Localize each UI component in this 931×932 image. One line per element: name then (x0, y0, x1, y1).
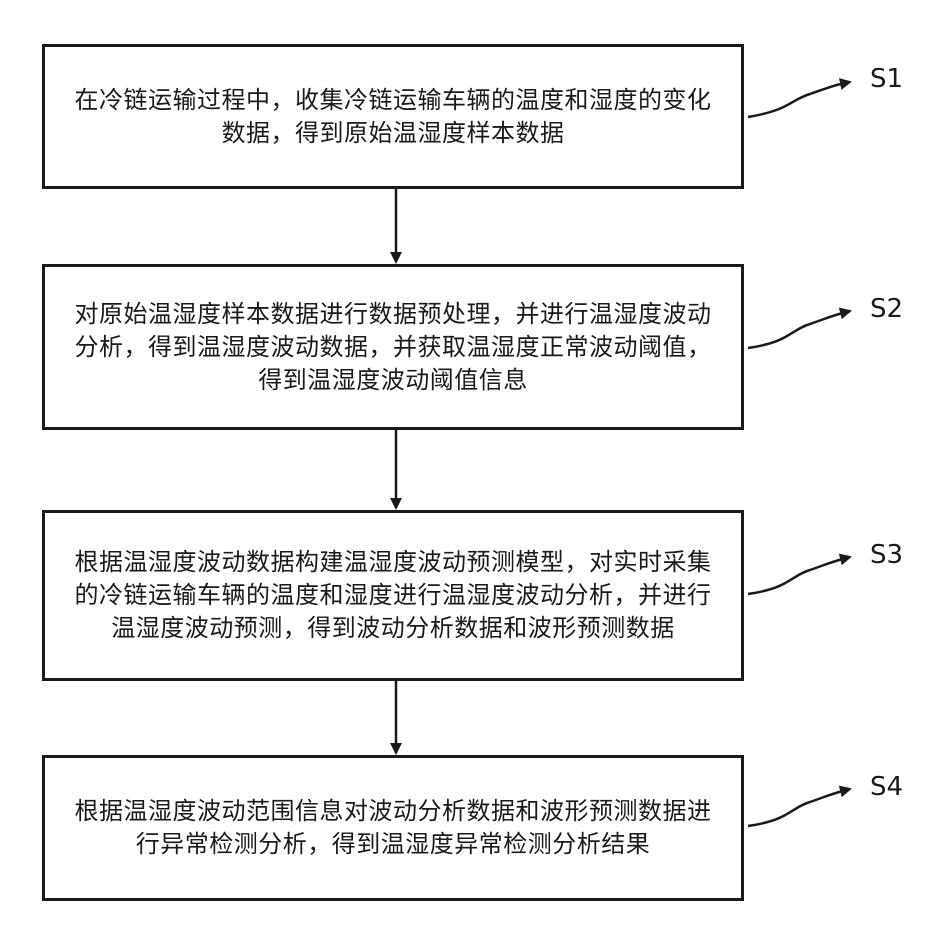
step-text-s1: 在冷链运输过程中，收集冷链运输车辆的温度和湿度的变化数据，得到原始温湿度样本数据 (67, 84, 719, 150)
leader-arrow-s1 (748, 82, 850, 117)
leader-arrow-s2 (748, 311, 850, 348)
step-text-s3: 根据温湿度波动数据构建温湿度波动预测模型，对实时采集的冷链运输车辆的温度和湿度进… (67, 546, 719, 645)
step-label-s1: S1 (870, 64, 903, 94)
leader-arrow-s3 (748, 557, 850, 594)
step-box-s2: 对原始温湿度样本数据进行数据预处理，并进行温湿度波动分析，得到温湿度波动数据，并… (42, 264, 744, 430)
step-text-s4: 根据温湿度波动范围信息对波动分析数据和波形预测数据进行异常检测分析，得到温湿度异… (67, 795, 719, 861)
step-label-s3: S3 (870, 540, 903, 570)
step-label-s4: S4 (870, 772, 903, 802)
leader-arrow-s4 (748, 789, 850, 826)
step-box-s1: 在冷链运输过程中，收集冷链运输车辆的温度和湿度的变化数据，得到原始温湿度样本数据 (42, 44, 744, 189)
step-box-s3: 根据温湿度波动数据构建温湿度波动预测模型，对实时采集的冷链运输车辆的温度和湿度进… (42, 510, 744, 681)
step-box-s4: 根据温湿度波动范围信息对波动分析数据和波形预测数据进行异常检测分析，得到温湿度异… (42, 755, 744, 901)
step-text-s2: 对原始温湿度样本数据进行数据预处理，并进行温湿度波动分析，得到温湿度波动数据，并… (67, 298, 719, 397)
step-label-s2: S2 (870, 294, 903, 324)
